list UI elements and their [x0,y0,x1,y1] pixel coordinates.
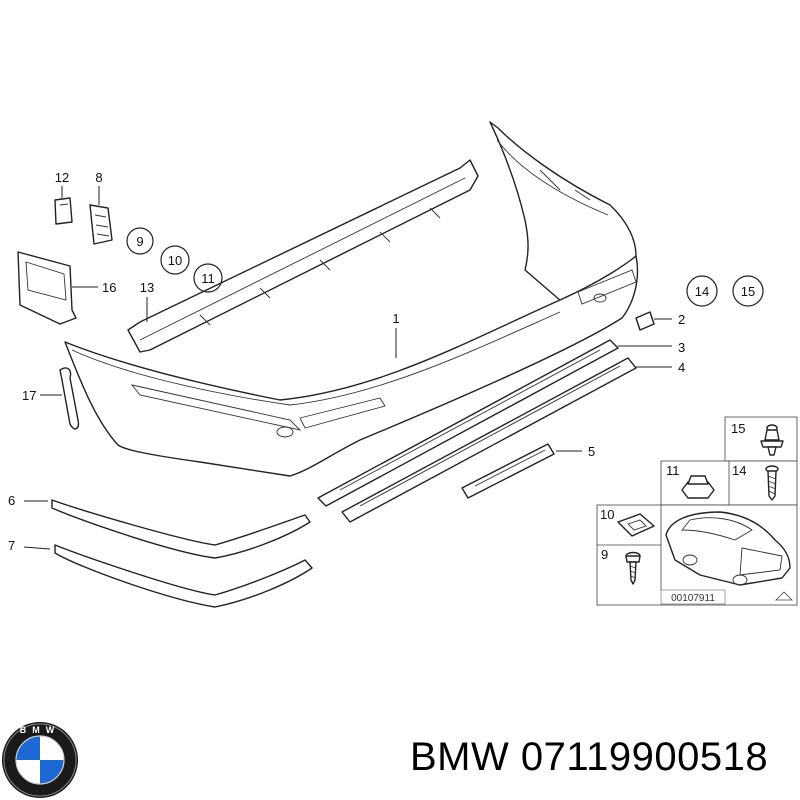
part-2-cap [635,311,655,331]
callout-15-label: 15 [741,284,755,299]
part-12-clip [54,197,73,225]
clip-nut-10 [617,513,655,537]
callout-9-circle: 9 [126,227,154,255]
box-11-label: 11 [666,463,680,478]
callout-2-label: 2 [678,312,685,327]
part-16-bracket [17,251,77,325]
callout-5-label: 5 [588,444,595,459]
callout-17-label: 17 [22,388,36,403]
callout-6-label: 6 [8,493,15,508]
callout-15-circle: 15 [732,275,764,307]
drawing-number: 00107911 [671,593,715,604]
part-number-caption: BMW 07119900518 [410,735,769,779]
part-17-strip [59,367,80,430]
part-5-reflector [461,443,555,499]
callout-7-label: 7 [8,538,15,553]
part-3-trim-upper [317,339,619,507]
car-thumbnail [665,511,791,586]
box-14-label: 14 [732,463,746,478]
callout-12-label: 12 [55,170,69,185]
box-10-label: 10 [600,507,614,522]
callout-16-label: 16 [102,280,116,295]
box-15-label: 15 [731,421,745,436]
bmw-logo-text: BMW [20,725,61,735]
callout-3-label: 3 [678,340,685,355]
callout-8-label: 8 [95,170,102,185]
part-6-molding [51,499,311,559]
push-rivet-15 [760,424,784,456]
callout-13-label: 13 [140,280,154,295]
bmw-logo: BMW [2,722,78,798]
part-4-trim-lower [341,357,637,523]
callout-14-circle: 14 [686,275,718,307]
callout-9-label: 9 [136,234,143,249]
fastener-grid: 15 14 11 10 9 [596,416,798,606]
callout-10-label: 10 [168,253,182,268]
bumper-carrier [127,159,479,353]
bolt-9 [625,551,641,585]
nut-11 [681,475,715,499]
callout-10-circle: 10 [160,245,190,275]
callout-11-label: 11 [201,271,215,286]
callout-14-label: 14 [695,284,709,299]
rear-bumper-cover [64,121,639,477]
callout-11-circle: 11 [193,263,223,293]
callout-1-label: 1 [392,311,399,326]
part-8-bracket [89,204,113,245]
callout-4-label: 4 [678,360,685,375]
screw-14 [765,465,779,501]
part-7-molding [54,544,313,608]
box-9-label: 9 [601,547,608,562]
